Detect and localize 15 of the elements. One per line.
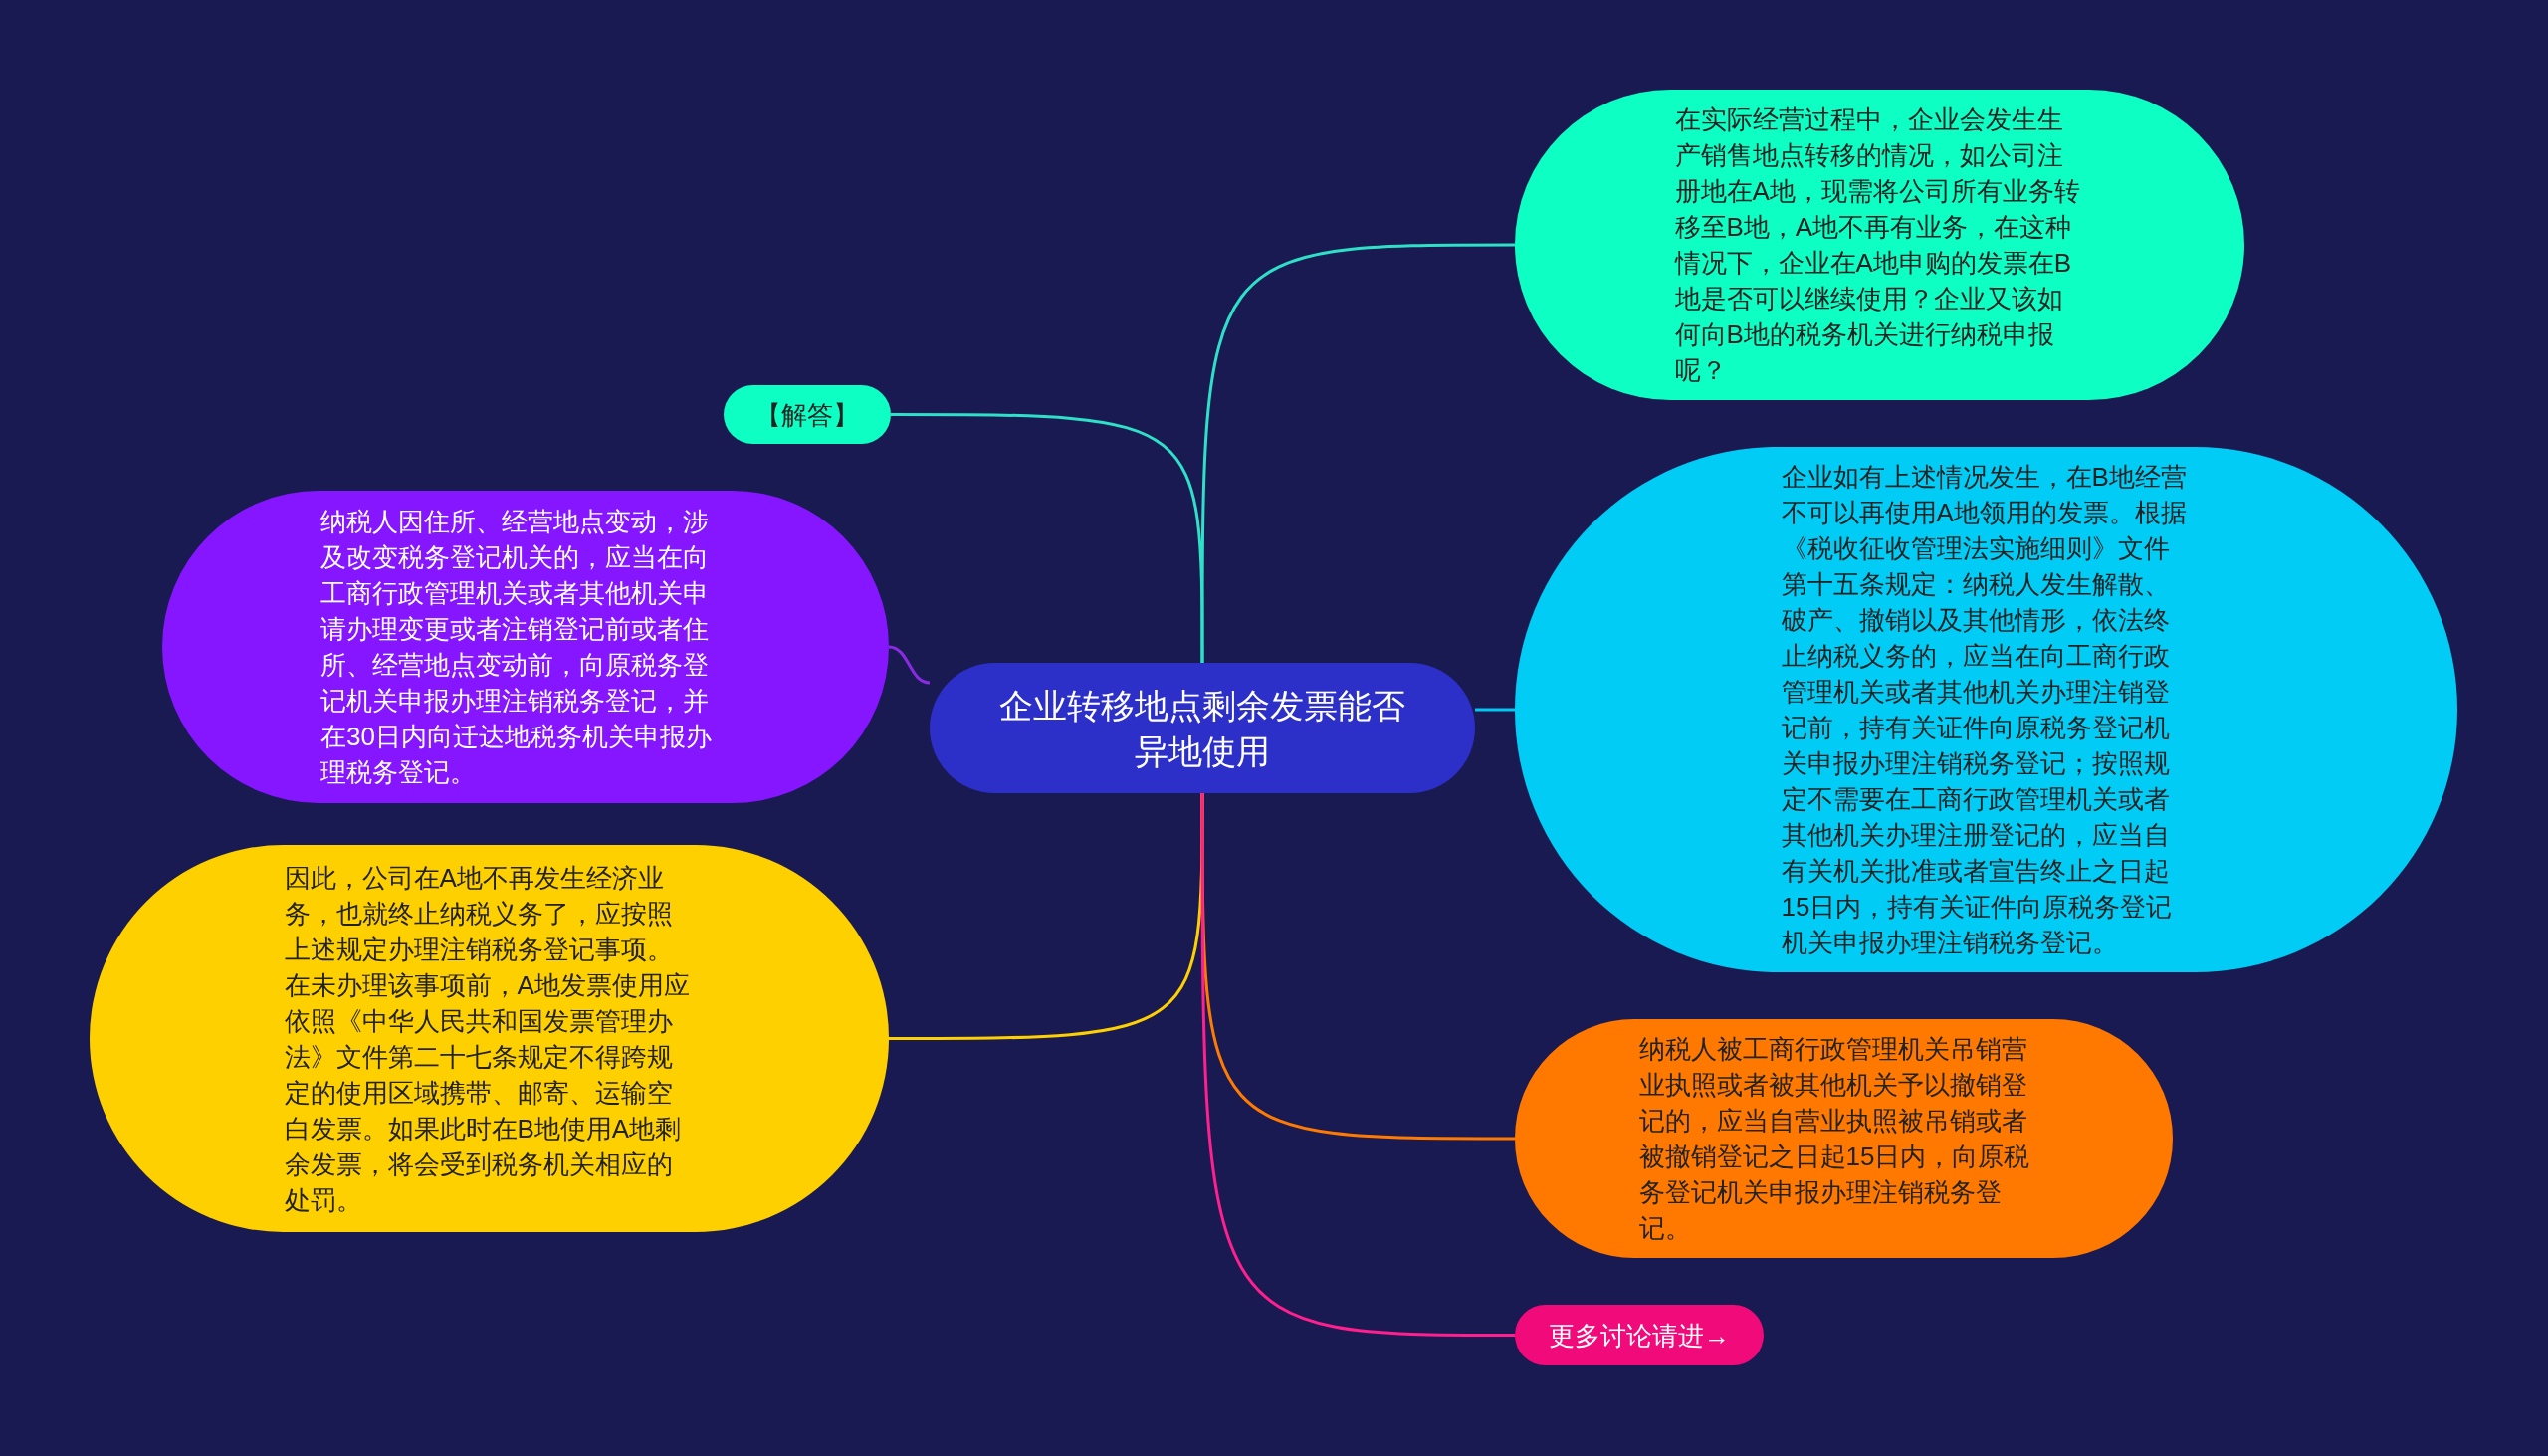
link-pill — [1515, 1305, 1764, 1365]
topic-text: 纳税人被工商行政管理机关吊销营业执照或者被其他机关予以撤销登记的，应当自营业执照被吊销或者被撤销登记之日起15日内，向原税务登记机关申报办理注销税务登记。 — [1638, 1033, 2031, 1245]
topic-text: 在实际经营过程中，企业会发生生产销售地点转移的情况，如公司注册地在A地，现需将公司所有业务转移至B地，A地不再有业务，在这种情况下，企业在A地申购的发票在B地是否可以继续使用？企业又该如何向B地的税务机关进行纳税申报呢？ — [1674, 104, 2081, 387]
connector-line — [1200, 793, 1515, 1337]
topic-text: 更多讨论请进→ — [1548, 1319, 1731, 1352]
connector-line — [889, 793, 1204, 1040]
topic-text: 【解答】 — [754, 398, 860, 432]
connector-line — [1200, 243, 1515, 663]
topic-text: 纳税人因住所、经营地点变动，涉及改变税务登记机关的，应当在向工商行政管理机关或者其他机关申请办理变更或者注销登记前或者住所、经营地点变动前，向原税务登记机关申报办理注销税务登记，并在30日内向迁达地税务机关申报办理税务登记。 — [320, 506, 713, 789]
connector-line — [888, 645, 931, 685]
connector-line — [1475, 708, 1515, 712]
connector-line — [891, 413, 1204, 663]
topic-text: 因此，公司在A地不再发生经济业务，也就终止纳税义务了，应按照上述规定办理注销税务登记事项。在未办理该事项前，A地发票使用应依照《中华人民共和国发票管理办法》文件第二十七条规定不得跨规定的使用区域携带、邮寄、运输空白发票。如果此时在B地使用A地剩余发票，将会受到税务机关相应的处罚。 — [284, 861, 691, 1217]
topic-text: 企业转移地点剩余发票能否异地使用 — [998, 685, 1406, 772]
topic-text: 企业如有上述情况发生，在B地经营不可以再使用A地领用的发票。根据《税收征收管理法实施细则》文件第十五条规定：纳税人发生解散、破产、撤销以及其他情形，依法终止纳税义务的，应当在向工商行政管理机关或者其他机关办理注销登记前，持有关证件向原税务登记机关申报办理注销税务登记；按照规定不需要在工商行政管理机关或者其他机关办理注册登记的，应当自有关机关批准或者宣告终止之日起15日内，持有关证件向原税务登记机关申报办理注销税务登记。 — [1781, 461, 2188, 959]
